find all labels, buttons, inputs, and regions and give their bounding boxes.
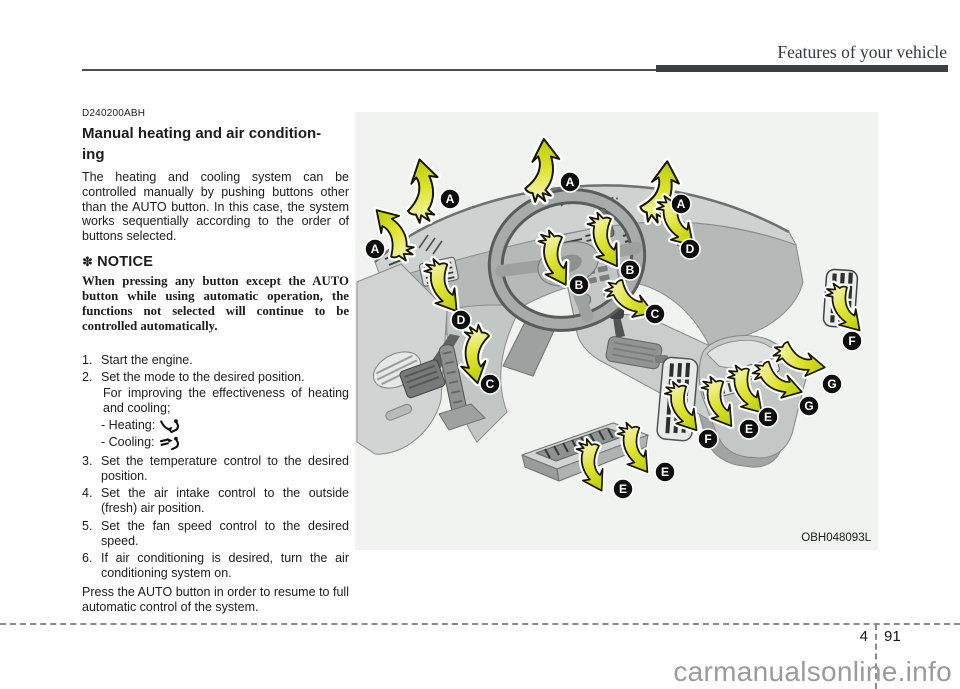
article-heading: Manual heating and air condition-ing xyxy=(82,123,349,165)
svg-text:E: E xyxy=(619,482,627,496)
callout-G: G xyxy=(821,373,843,395)
step-item-3: 3. Set the temperature control to the de… xyxy=(82,454,349,484)
callout-E: E xyxy=(738,418,760,440)
steps-list: 1. Start the engine. 2. Set the mode to … xyxy=(82,353,349,582)
callout-A: A xyxy=(559,171,581,193)
svg-text:C: C xyxy=(651,307,660,321)
step-item-4: 4. Set the air intake control to the out… xyxy=(82,486,349,516)
step-number: 4. xyxy=(82,486,93,501)
page-section-number: 4 xyxy=(859,628,868,645)
callout-F: F xyxy=(697,428,719,450)
svg-text:E: E xyxy=(661,465,669,479)
step-number: 6. xyxy=(82,551,93,566)
step-number: 3. xyxy=(82,453,93,468)
svg-text:G: G xyxy=(827,377,836,391)
callout-G: G xyxy=(798,395,820,417)
svg-text:C: C xyxy=(486,377,495,391)
pedals xyxy=(399,334,486,431)
article-heading-line1: Manual heating and air condition- xyxy=(82,125,322,142)
svg-text:G: G xyxy=(804,399,813,413)
step-item-2: 2. Set the mode to the desired position.… xyxy=(82,370,349,451)
callout-E: E xyxy=(757,406,779,428)
step-text: Set the mode to the desired position. xyxy=(101,370,305,385)
airflow-arrow xyxy=(398,157,446,225)
footer-dashed-rule xyxy=(0,623,960,625)
section-title: Features of your vehicle xyxy=(777,42,947,62)
callout-A: A xyxy=(439,188,461,210)
heating-mode-row: - Heating: xyxy=(101,417,349,434)
watermark: carmanualsonline.info xyxy=(673,656,952,687)
callout-D: D xyxy=(679,238,701,260)
step-number: 2. xyxy=(82,370,93,385)
svg-text:D: D xyxy=(686,242,695,256)
cooling-airflow-icon xyxy=(159,436,179,450)
heating-mode-label: - Heating: xyxy=(101,418,156,433)
header-rule-thin xyxy=(82,69,656,71)
page-number: 91 xyxy=(884,628,901,645)
svg-text:E: E xyxy=(745,422,753,436)
step-text: Set the fan speed control to the desired… xyxy=(101,518,349,548)
svg-text:A: A xyxy=(677,197,686,211)
svg-text:F: F xyxy=(704,432,711,446)
notice-label: NOTICE xyxy=(97,253,154,270)
step-item-5: 5. Set the fan speed control to the desi… xyxy=(82,519,349,549)
step-number: 1. xyxy=(82,352,93,367)
step-item-6: 6. If air conditioning is desired, turn … xyxy=(82,551,349,581)
heating-airflow-icon xyxy=(160,419,180,433)
notice-paragraph: When pressing any button except the AUTO… xyxy=(82,273,349,333)
callout-B: B xyxy=(568,274,590,296)
intro-paragraph: The heating and cooling system can be co… xyxy=(82,170,349,244)
outro-paragraph: Press the AUTO button in order to resume… xyxy=(82,585,349,615)
svg-text:B: B xyxy=(575,278,584,292)
step-item-1: 1. Start the engine. xyxy=(82,353,349,368)
svg-text:F: F xyxy=(848,334,855,348)
notice-star-icon: ✽ xyxy=(82,254,94,270)
footer-dashed-divider xyxy=(875,624,877,689)
step-2-note: For improving the effectiveness of heati… xyxy=(103,386,349,416)
header-rule-thick xyxy=(656,65,948,72)
notice-heading: ✽NOTICE xyxy=(82,254,349,270)
step-number: 5. xyxy=(82,518,93,533)
callout-D: D xyxy=(450,309,472,331)
figure-code: OBH048093L xyxy=(801,532,871,544)
step-text: If air conditioning is desired, turn the… xyxy=(101,551,349,581)
callout-E: E xyxy=(612,478,634,500)
cooling-mode-row: - Cooling: xyxy=(101,434,349,451)
callout-B: B xyxy=(619,259,641,281)
callout-A: A xyxy=(364,238,386,260)
svg-text:A: A xyxy=(371,242,380,256)
text-column: D240200ABH Manual heating and air condit… xyxy=(82,108,349,628)
callout-F: F xyxy=(841,330,863,352)
svg-text:D: D xyxy=(457,313,466,327)
callout-A: A xyxy=(670,193,692,215)
callout-E: E xyxy=(654,461,676,483)
svg-text:A: A xyxy=(446,192,455,206)
step-text: Start the engine. xyxy=(101,352,193,367)
step-text: Set the air intake control to the outsid… xyxy=(101,486,349,516)
article-heading-line2: ing xyxy=(82,146,105,163)
callout-C: C xyxy=(479,373,501,395)
cooling-mode-label: - Cooling: xyxy=(101,435,155,450)
svg-text:A: A xyxy=(566,175,575,189)
section-code: D240200ABH xyxy=(82,108,146,119)
step-text: Set the temperature control to the desir… xyxy=(101,453,349,483)
callout-C: C xyxy=(644,303,666,325)
svg-text:E: E xyxy=(764,410,772,424)
svg-text:B: B xyxy=(626,263,635,277)
